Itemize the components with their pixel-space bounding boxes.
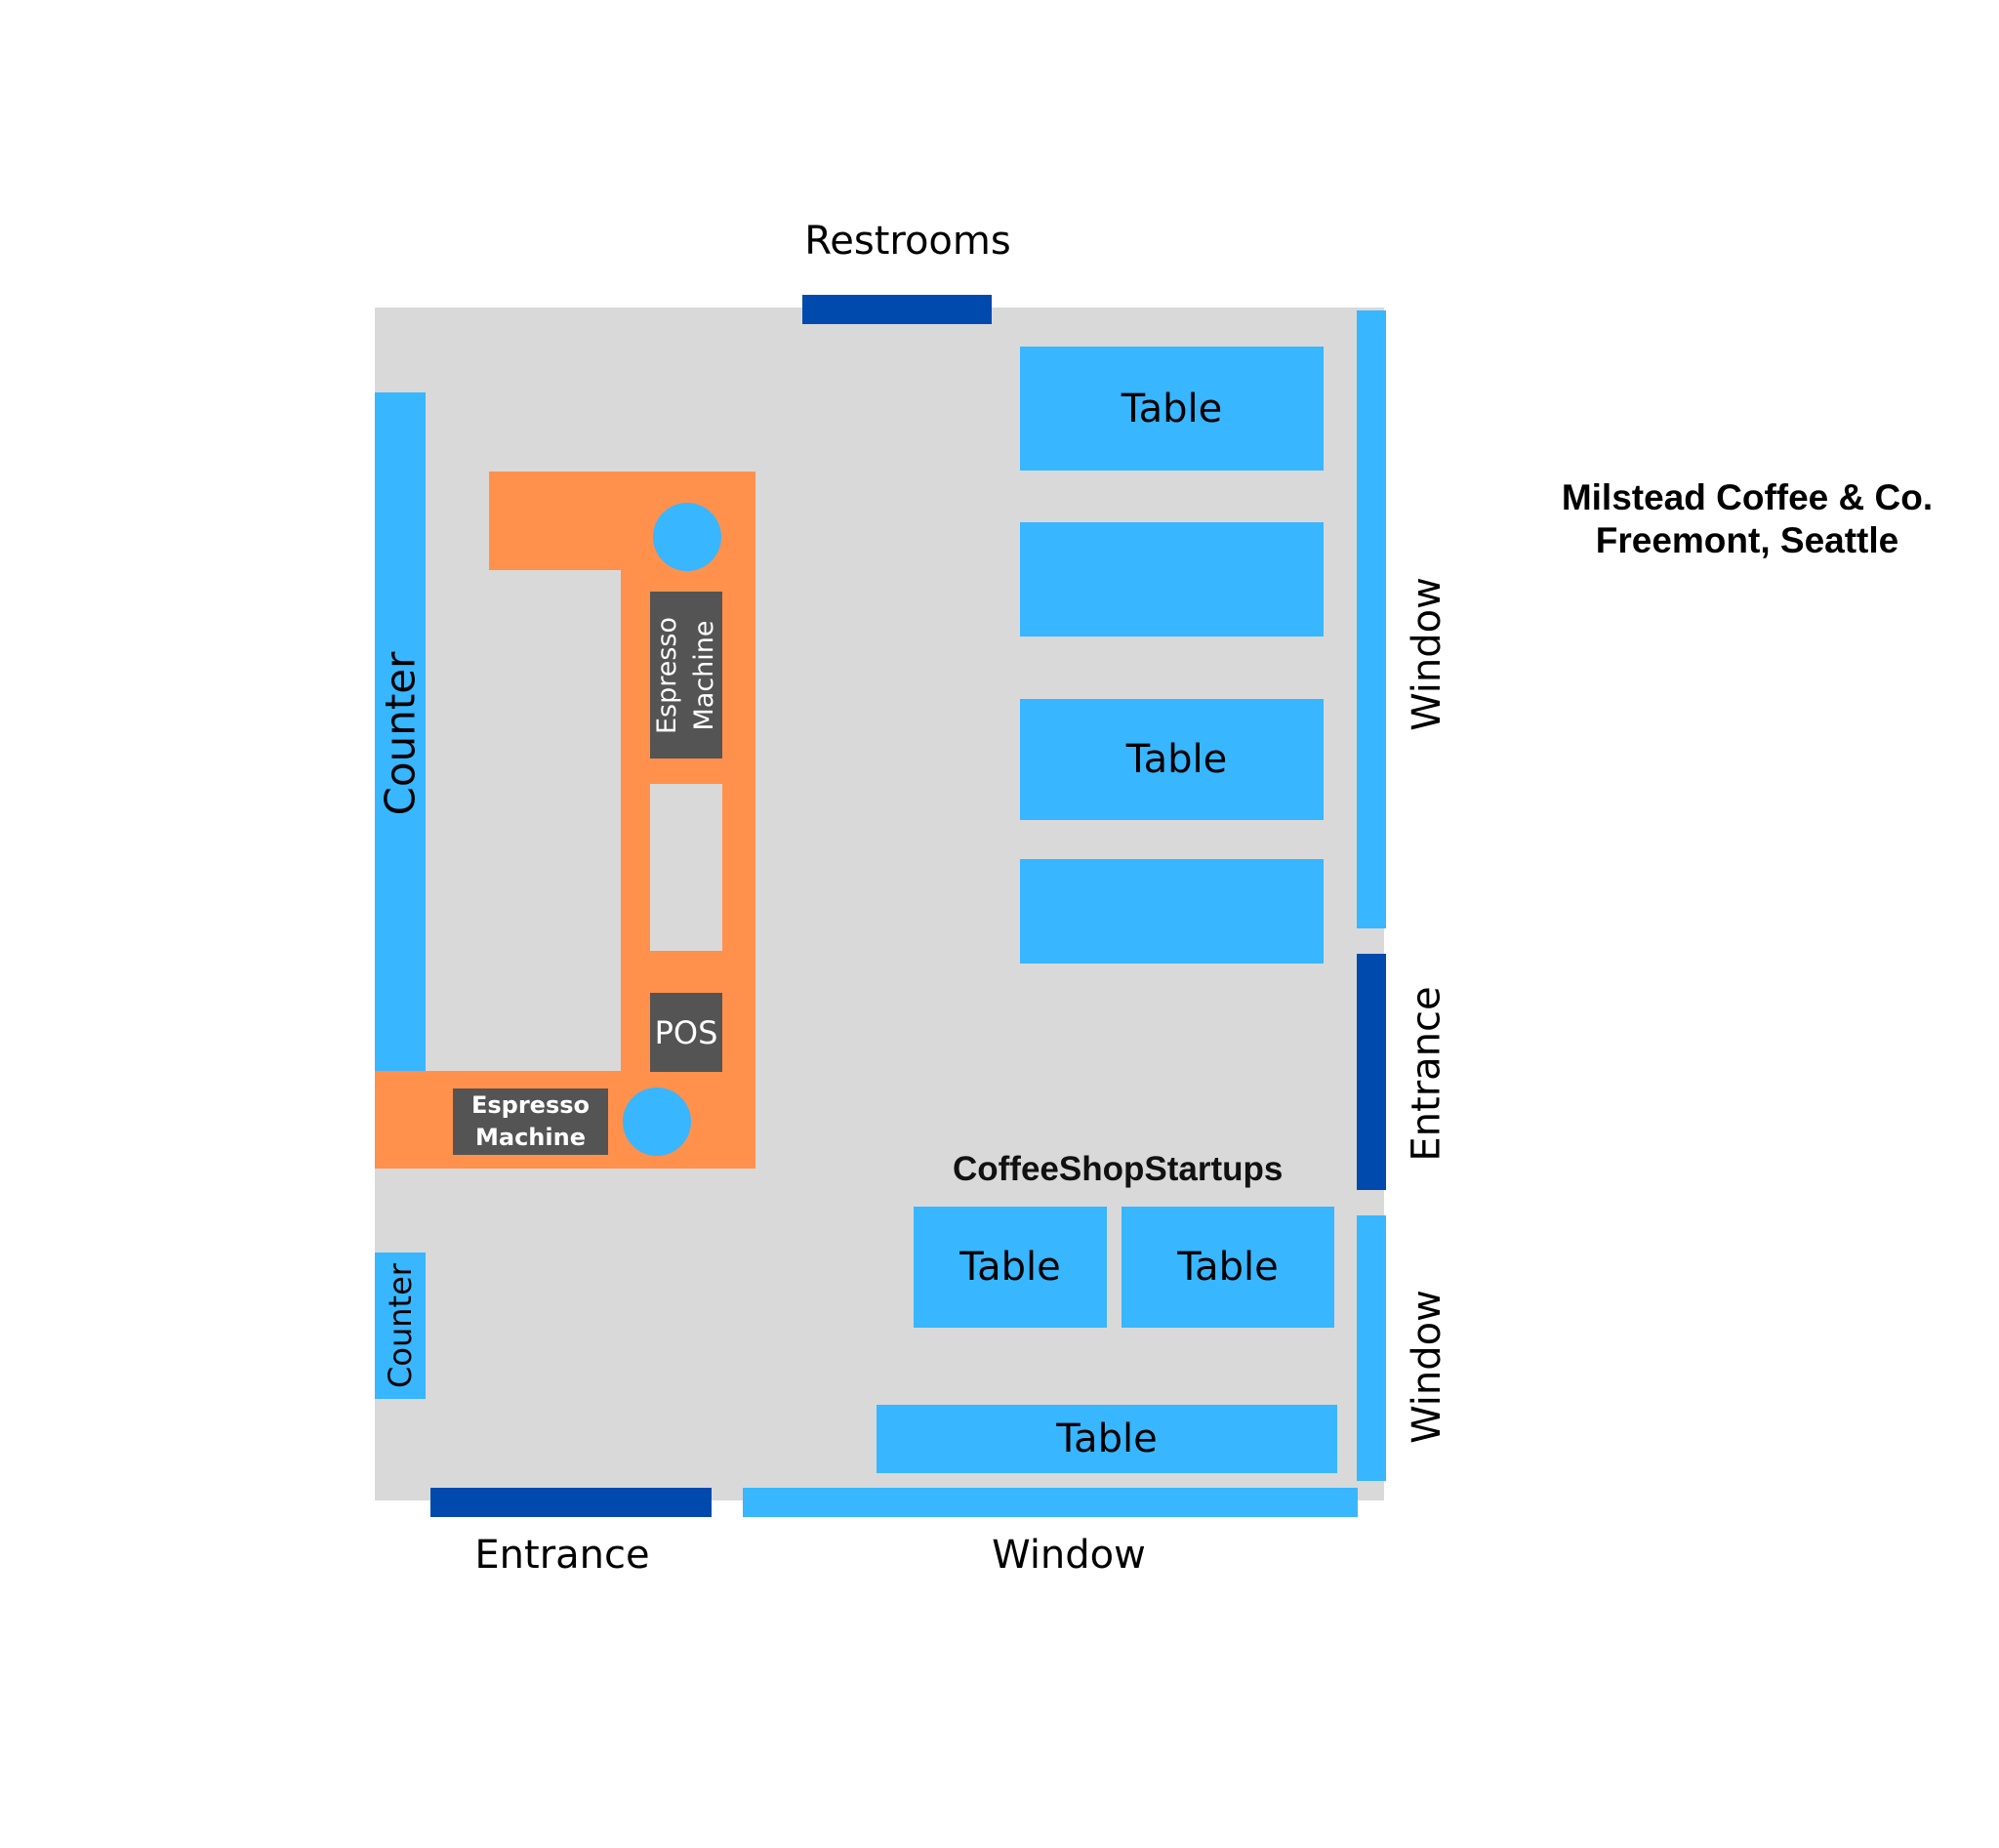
window-right-bottom-label: Window bbox=[1405, 1290, 1449, 1444]
table-bottom-left: Table bbox=[914, 1207, 1107, 1328]
entrance-right-label-wrap: Entrance bbox=[1398, 957, 1456, 1191]
table-bottom-right: Table bbox=[1122, 1207, 1334, 1328]
window-right-top-label-wrap: Window bbox=[1398, 547, 1456, 761]
pos-terminal: POS bbox=[650, 993, 722, 1072]
main-counter-label: Counter bbox=[376, 651, 425, 815]
entrance-right-door bbox=[1357, 954, 1386, 1190]
window-right-top-label: Window bbox=[1405, 577, 1449, 731]
table-long-bottom: Table bbox=[877, 1405, 1337, 1473]
small-counter bbox=[375, 1253, 426, 1399]
window-right-top bbox=[1357, 310, 1386, 928]
entrance-bottom-label: Entrance bbox=[474, 1533, 650, 1578]
small-counter-label: Counter bbox=[382, 1263, 419, 1388]
main-counter-label-wrap: Counter bbox=[375, 392, 426, 1074]
restrooms-door bbox=[802, 295, 992, 324]
small-counter-label-wrap: Counter bbox=[375, 1253, 426, 1399]
pos-label: POS bbox=[654, 1013, 718, 1051]
shop-location: Freemont, Seattle bbox=[1595, 520, 1899, 560]
grinder-bottom bbox=[623, 1088, 691, 1156]
espresso-machine-vertical: Espresso Machine bbox=[650, 592, 722, 759]
bar-open-slot bbox=[650, 784, 722, 951]
table-top-3: Table bbox=[1020, 699, 1324, 820]
main-counter bbox=[375, 392, 426, 1074]
espresso-machine-horizontal-label-line1: Espresso bbox=[470, 1091, 591, 1119]
restrooms-label: Restrooms bbox=[804, 219, 1011, 264]
entrance-right-label: Entrance bbox=[1405, 986, 1449, 1162]
table-top-1: Table bbox=[1020, 347, 1324, 471]
window-right-bottom-label-wrap: Window bbox=[1398, 1259, 1456, 1474]
grinder-top bbox=[653, 503, 721, 571]
table-top-4 bbox=[1020, 859, 1324, 964]
espresso-machine-horizontal: Espresso Machine bbox=[453, 1088, 608, 1155]
entrance-bottom-door bbox=[430, 1488, 712, 1517]
window-right-bottom bbox=[1357, 1215, 1386, 1481]
espresso-machine-horizontal-label-line2: Machine bbox=[475, 1124, 586, 1151]
shop-title: Milstead Coffee & Co. Freemont, Seattle bbox=[1523, 476, 1972, 562]
shop-name: Milstead Coffee & Co. bbox=[1561, 477, 1934, 517]
espresso-machine-vertical-label: Espresso Machine bbox=[652, 616, 720, 734]
window-bottom-label: Window bbox=[992, 1533, 1146, 1578]
watermark: CoffeeShopStartups bbox=[953, 1150, 1284, 1188]
window-bottom bbox=[743, 1488, 1358, 1517]
table-top-2 bbox=[1020, 522, 1324, 637]
